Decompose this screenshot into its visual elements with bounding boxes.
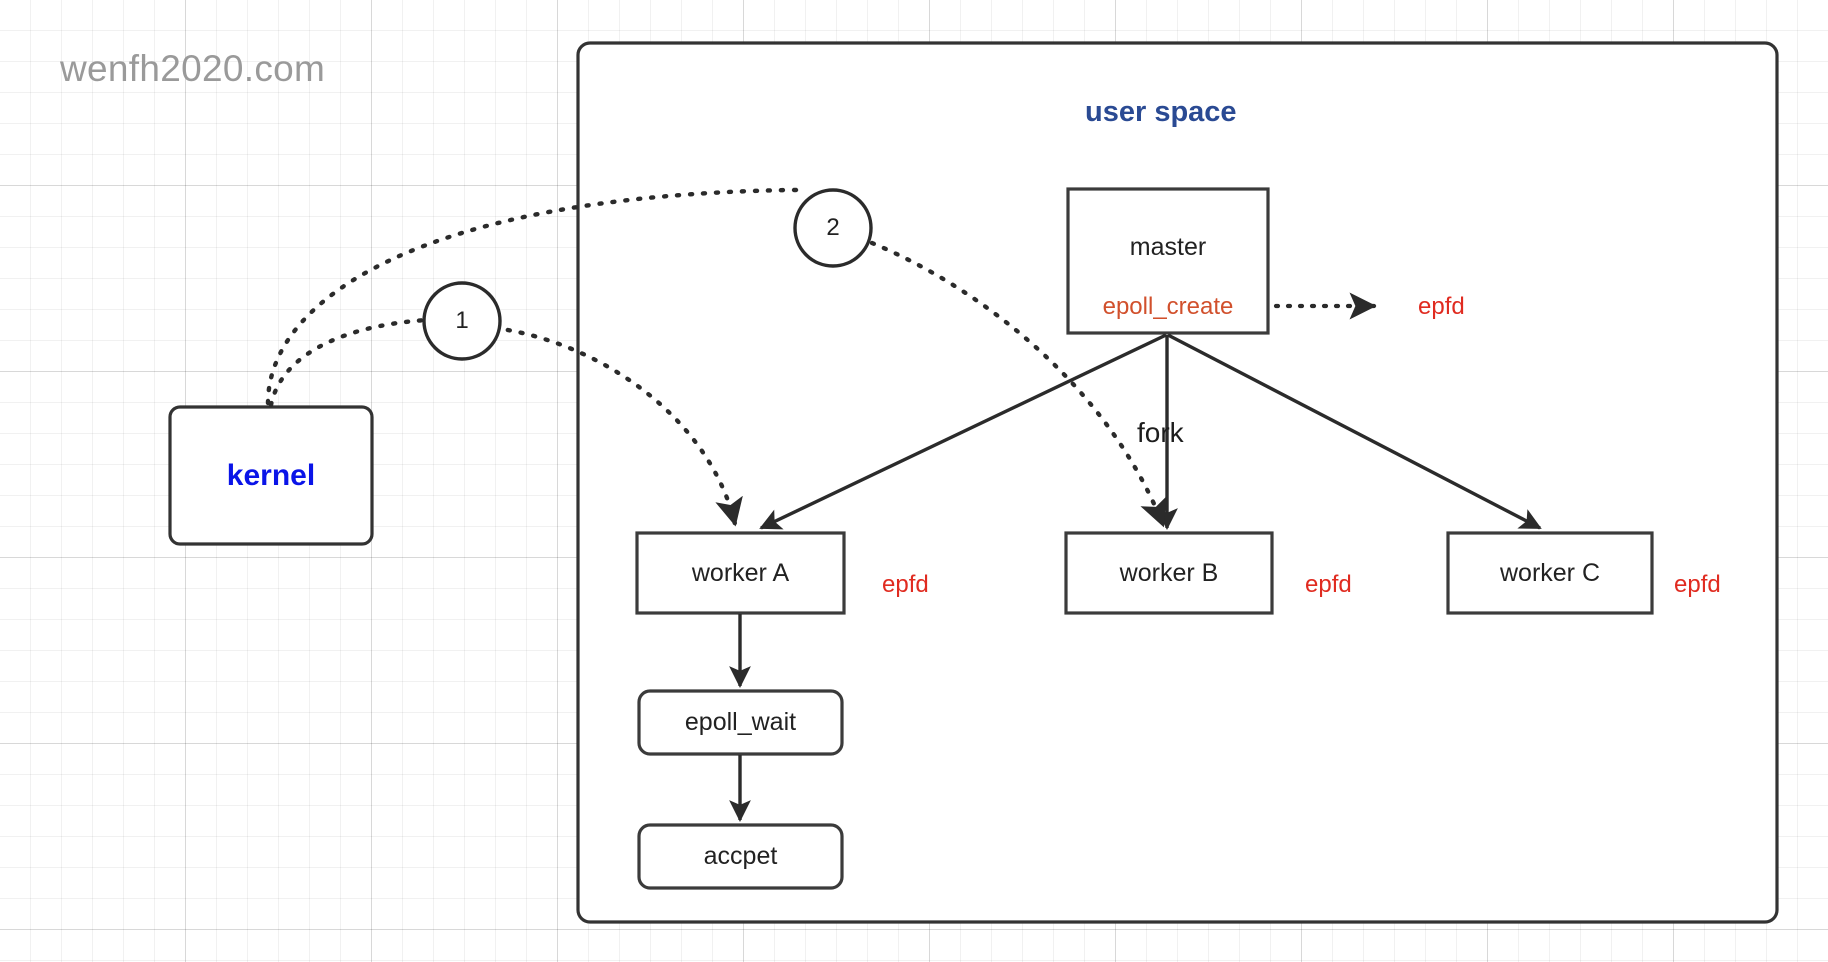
worker-b-label: worker B: [1119, 558, 1219, 587]
worker-b-box[interactable]: [1064, 531, 1274, 615]
user-space-container: [576, 41, 1779, 924]
worker-b-epfd-label: epfd: [1305, 571, 1352, 598]
step-one-marker-label: 1: [455, 307, 469, 334]
step-one-curve-right: [492, 325, 743, 527]
step-two-circle[interactable]: [793, 188, 873, 268]
worker-a-label: worker A: [691, 558, 790, 587]
fork-edge-worker-c: [1167, 333, 1542, 530]
master-epoll-create-label: epoll_create: [1102, 293, 1234, 320]
accpet-label: accpet: [703, 842, 778, 870]
kernel-label: kernel: [226, 458, 316, 492]
master-box[interactable]: [1066, 187, 1270, 335]
fork-edge-label: fork: [1137, 417, 1184, 448]
fork-edge-worker-a: [759, 333, 1167, 530]
step-two-marker-label: 2: [826, 214, 840, 241]
worker-c-label: worker C: [1499, 558, 1600, 587]
worker-c-box[interactable]: [1446, 531, 1654, 615]
epoll-wait-box[interactable]: [637, 689, 844, 756]
step-one-circle[interactable]: [422, 281, 502, 361]
master-epfd-label: epfd: [1418, 293, 1465, 320]
worker-a-epfd-label: epfd: [882, 571, 929, 598]
master-label: master: [1129, 232, 1207, 261]
step-two-curve-right: [869, 240, 1167, 528]
worker-c-epfd-label: epfd: [1674, 571, 1721, 598]
watermark: wenfh2020.com: [60, 48, 326, 89]
step-two-curve-left: [265, 187, 803, 406]
user-space-title: user space: [1085, 96, 1237, 128]
worker-a-box[interactable]: [635, 531, 846, 615]
accpet-box[interactable]: [637, 823, 844, 890]
step-one-curve-left: [268, 317, 429, 408]
epoll-wait-label: epoll_wait: [684, 708, 797, 736]
